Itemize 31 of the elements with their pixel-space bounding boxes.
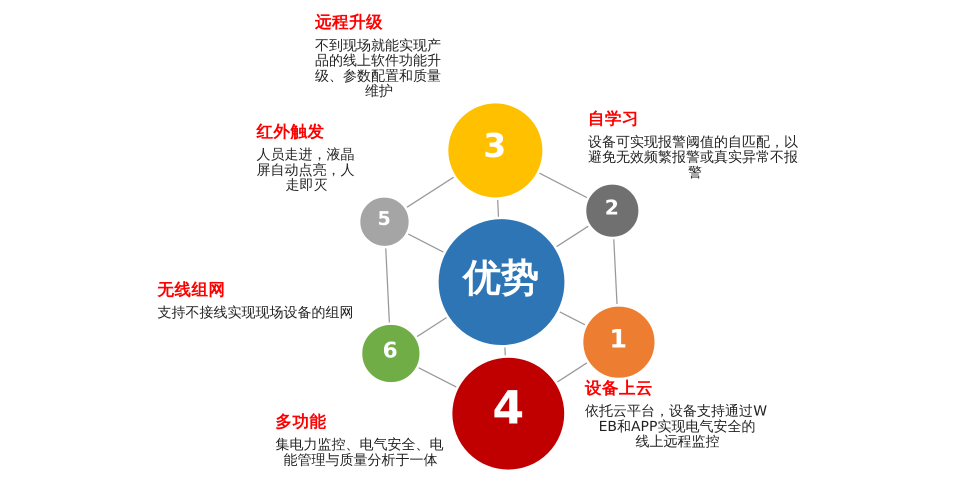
connector [538, 172, 588, 198]
node-label: 设备可实现报警阈值的自匹配，以避免无效频繁报警或真实异常不报警 [588, 134, 798, 181]
node-label: 支持不接线实现现场设备的组网 [158, 305, 354, 322]
connector [406, 176, 456, 208]
connector [558, 310, 586, 326]
node-circle: 6 [360, 322, 422, 385]
connector [555, 225, 590, 248]
connector [416, 316, 448, 338]
node-label: 依托云平台，设备支持通过WEB和APP实现电气安全的线上远程监控 [585, 404, 768, 450]
connector [385, 247, 390, 324]
node-label: 自学习 [588, 109, 640, 128]
node-label: 不到现场就能实现产品的线上软件功能升级、参数配置和质量维护 [314, 38, 441, 100]
node-circle: 优势 [436, 216, 567, 348]
connector [556, 362, 588, 384]
node-label: 红外触发 [256, 122, 325, 142]
node-label: 无线组网 [158, 280, 226, 299]
node-label: 集电力监控、电气安全、电能管理与质量分析于一体 [276, 437, 444, 468]
connector [417, 366, 458, 388]
node-label: 设备上云 [585, 378, 654, 398]
node-label: 多功能 [276, 412, 327, 431]
node-circle: 1 [580, 304, 658, 380]
connector [496, 198, 500, 218]
connector [504, 346, 506, 357]
node-label: 远程升级 [314, 12, 383, 32]
node-circle: 5 [358, 195, 412, 248]
node-label: 人员走进，液晶屏自动点亮，人走即灭 [256, 147, 355, 194]
node-circle: 4 [450, 355, 567, 472]
connector [406, 232, 445, 254]
node-circle: 2 [584, 182, 641, 240]
node-circle: 3 [446, 100, 545, 200]
connector [613, 238, 618, 306]
